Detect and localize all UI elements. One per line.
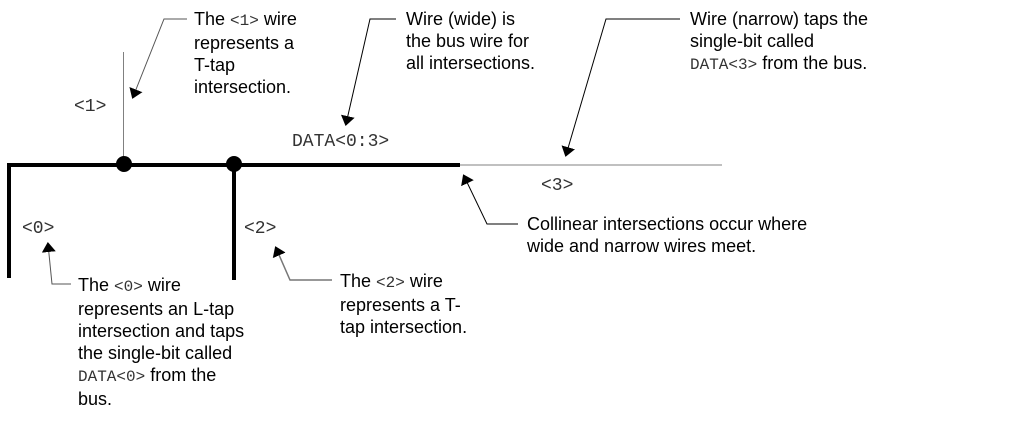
callout-line: wide and narrow wires meet. — [527, 236, 757, 256]
callout-collinear: Collinear intersections occur where wide… — [527, 213, 807, 257]
callout-code: DATA<0> — [78, 368, 146, 386]
callout-line: represents a T- — [340, 295, 461, 315]
callout-text: wire — [142, 275, 181, 295]
callout-line: represents an L-tap — [78, 299, 235, 319]
callout-line: Wire (wide) is — [406, 9, 516, 29]
callout-line: bus. — [78, 389, 113, 409]
bit1-label: <1> — [74, 97, 107, 117]
leader-collinear — [461, 174, 518, 225]
leader-narrow-wire — [561, 18, 680, 157]
callout-text: The — [340, 271, 377, 291]
callout-line: tap intersection. — [340, 317, 468, 337]
bit2-label: <2> — [244, 219, 277, 239]
callout-code: <0> — [114, 278, 143, 296]
callout-text: from the — [145, 365, 217, 385]
bus-label: DATA<0:3> — [292, 132, 390, 152]
callout-t-tap-1: The <1> wire represents a T-tap intersec… — [194, 8, 297, 98]
callout-text: wire — [404, 271, 443, 291]
junction-dot-bit1 — [116, 156, 132, 172]
leader-l-tap-0 — [41, 242, 71, 285]
leader-bus-wire — [340, 18, 396, 126]
leader-t-tap-2 — [272, 246, 332, 281]
callout-text: The — [194, 9, 231, 29]
callout-text: from the bus. — [757, 53, 868, 73]
callout-line: intersection. — [194, 77, 292, 97]
callout-l-tap-0: The <0> wire represents an L-tap interse… — [78, 274, 244, 410]
callout-line: single-bit called — [690, 31, 815, 51]
callout-line: the bus wire for — [406, 31, 530, 51]
callout-line: all intersections. — [406, 53, 536, 73]
bit3-label: <3> — [541, 176, 574, 196]
callout-text: wire — [258, 9, 297, 29]
callout-narrow-wire: Wire (narrow) taps the single-bit called… — [690, 8, 868, 76]
bit0-label: <0> — [22, 219, 55, 239]
callout-line: T-tap — [194, 55, 236, 75]
callout-t-tap-2: The <2> wire represents a T- tap interse… — [340, 270, 467, 338]
callout-text: The — [78, 275, 115, 295]
callout-code: <2> — [376, 274, 405, 292]
callout-line: Wire (narrow) taps the — [690, 9, 869, 29]
callout-code: <1> — [230, 12, 259, 30]
leader-t-tap-1 — [129, 18, 187, 99]
callout-bus-wire: Wire (wide) is the bus wire for all inte… — [406, 8, 535, 74]
callout-line: represents a — [194, 33, 295, 53]
callout-line: the single-bit called — [78, 343, 233, 363]
callout-line: intersection and taps — [78, 321, 245, 341]
callout-code: DATA<3> — [690, 56, 758, 74]
callout-line: Collinear intersections occur where — [527, 214, 808, 234]
junction-dot-bit2 — [226, 156, 242, 172]
